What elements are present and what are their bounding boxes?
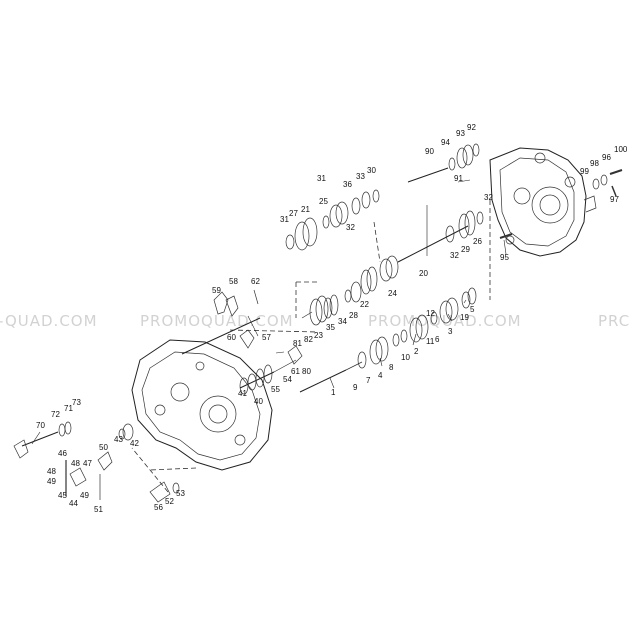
callout-61: 61 xyxy=(291,367,300,376)
callout-53: 53 xyxy=(176,489,185,498)
callout-47: 47 xyxy=(83,459,92,468)
callout-2: 2 xyxy=(414,347,419,356)
callout-36: 36 xyxy=(343,180,352,189)
callout-8: 8 xyxy=(389,363,394,372)
callout-49: 49 xyxy=(80,491,89,500)
callout-70: 70 xyxy=(36,421,45,430)
watermark-center-1: PROMOQUAD.COM xyxy=(140,312,294,330)
callout-30: 30 xyxy=(367,166,376,175)
callout-50: 50 xyxy=(99,443,108,452)
callout-5: 5 xyxy=(470,305,475,314)
callout-3: 3 xyxy=(448,327,453,336)
callout-33: 33 xyxy=(356,172,365,181)
callout-11: 11 xyxy=(426,337,435,346)
callout-72: 72 xyxy=(51,410,60,419)
callout-71: 71 xyxy=(64,404,73,413)
watermark-right: PRC xyxy=(598,312,631,330)
callout-48: 48 xyxy=(71,459,80,468)
upper-gear-cluster xyxy=(285,189,380,251)
callout-24: 24 xyxy=(388,289,397,298)
callout-46: 46 xyxy=(58,449,67,458)
callout-31: 31 xyxy=(280,215,289,224)
callout-80: 80 xyxy=(302,367,311,376)
watermark-left: -QUAD.COM xyxy=(0,312,98,330)
callout-97: 97 xyxy=(610,195,619,204)
callout-60: 60 xyxy=(227,333,236,342)
callout-59: 59 xyxy=(212,286,221,295)
callout-95: 95 xyxy=(500,253,509,262)
callout-96: 96 xyxy=(602,153,611,162)
callout-29: 29 xyxy=(461,245,470,254)
countershaft-assembly xyxy=(301,210,484,326)
leader-lines xyxy=(31,179,507,445)
callout-100: 100 xyxy=(614,145,628,154)
callout-56: 56 xyxy=(154,503,163,512)
callout-44: 44 xyxy=(69,499,78,508)
callout-31b: 31 xyxy=(317,174,326,183)
callout-92: 92 xyxy=(467,123,476,132)
callout-35: 35 xyxy=(326,323,335,332)
callout-90: 90 xyxy=(425,147,434,156)
callout-62: 62 xyxy=(251,277,260,286)
callout-81: 81 xyxy=(293,339,302,348)
watermark-center-2: PROMOQUAD.COM xyxy=(368,312,522,330)
callout-labels: 1 2 3 4 5 6 7 8 9 10 11 12 19 20 21 22 2… xyxy=(36,123,628,514)
callout-1: 1 xyxy=(331,388,336,397)
callout-73: 73 xyxy=(72,398,81,407)
callout-43: 43 xyxy=(114,435,123,444)
mainshaft-assembly xyxy=(299,287,477,393)
shift-drum-and-forks xyxy=(181,289,303,395)
output-shaft xyxy=(407,143,480,183)
callout-94: 94 xyxy=(441,138,450,147)
assembly-lines xyxy=(131,200,491,493)
callout-26: 26 xyxy=(473,237,482,246)
callout-27: 27 xyxy=(289,209,298,218)
callout-34: 34 xyxy=(338,317,347,326)
callout-19: 19 xyxy=(460,313,469,322)
small-hardware-right xyxy=(499,169,623,239)
callout-20: 20 xyxy=(419,269,428,278)
shift-linkage xyxy=(13,421,180,503)
callout-21: 21 xyxy=(301,205,310,214)
callout-98: 98 xyxy=(590,159,599,168)
callout-9: 9 xyxy=(353,383,358,392)
callout-32b: 32 xyxy=(450,251,459,260)
callout-54: 54 xyxy=(283,375,292,384)
callout-51: 51 xyxy=(94,505,103,514)
callout-91: 91 xyxy=(454,174,463,183)
callout-52: 52 xyxy=(165,497,174,506)
left-crankcase xyxy=(131,339,273,471)
callout-42: 42 xyxy=(130,439,139,448)
callout-93: 93 xyxy=(456,129,465,138)
right-crankcase xyxy=(489,147,597,257)
callout-10: 10 xyxy=(401,353,410,362)
callout-57: 57 xyxy=(262,333,271,342)
callout-4: 4 xyxy=(378,371,383,380)
callout-99: 99 xyxy=(580,167,589,176)
callout-25: 25 xyxy=(319,197,328,206)
callout-28: 28 xyxy=(349,311,358,320)
callout-49b: 49 xyxy=(47,477,56,486)
callout-32: 32 xyxy=(346,223,355,232)
callout-48b: 48 xyxy=(47,467,56,476)
callout-58: 58 xyxy=(229,277,238,286)
callout-40: 40 xyxy=(254,397,263,406)
callout-82: 82 xyxy=(304,335,313,344)
callout-12: 12 xyxy=(426,309,435,318)
callout-41: 41 xyxy=(238,389,247,398)
callout-45: 45 xyxy=(58,491,67,500)
callout-7: 7 xyxy=(366,376,371,385)
callout-32c: 32 xyxy=(484,193,493,202)
callout-23: 23 xyxy=(314,331,323,340)
callout-22: 22 xyxy=(360,300,369,309)
callout-55: 55 xyxy=(271,385,280,394)
callout-6: 6 xyxy=(435,335,440,344)
